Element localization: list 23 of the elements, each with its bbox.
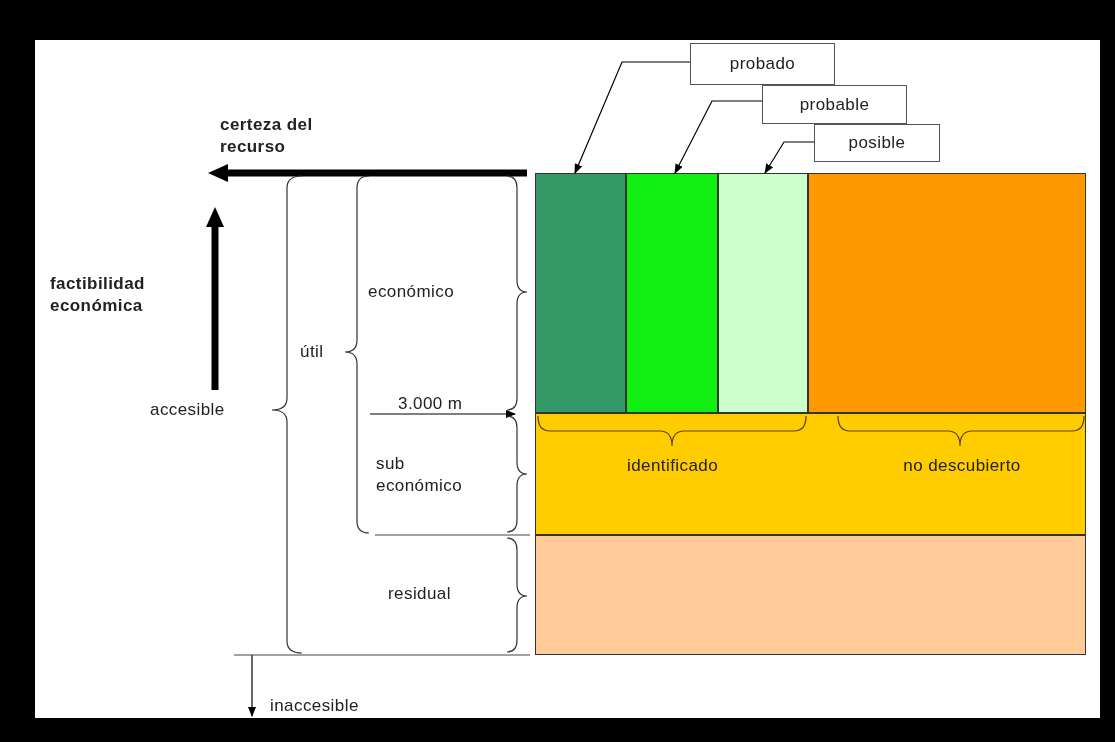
- axis-label: factibilidad económica: [50, 273, 146, 317]
- color-block: [535, 173, 626, 413]
- category-box: probado: [690, 43, 835, 85]
- brace-label: identificado: [625, 455, 720, 477]
- category-box: probable: [762, 85, 907, 124]
- depth-label: 3.000 m: [398, 393, 464, 415]
- category-box: posible: [814, 124, 940, 162]
- color-block: [718, 173, 808, 413]
- color-block: [535, 535, 1086, 655]
- brace-label: sub económico: [376, 453, 464, 497]
- brace-label: accesible: [150, 399, 226, 421]
- brace-label: útil: [300, 341, 325, 363]
- color-block: [626, 173, 718, 413]
- brace-label: económico: [368, 281, 456, 303]
- leader-arrow: [764, 141, 815, 174]
- axis-label: certeza del recurso: [220, 114, 314, 158]
- leader-arrow: [674, 100, 763, 174]
- leader-arrow: [574, 61, 691, 174]
- color-block: [808, 173, 1086, 413]
- brace-label: no descubierto: [902, 455, 1022, 477]
- brace-label: residual: [388, 583, 452, 605]
- color-block: [535, 413, 1086, 535]
- direction-label: inaccesible: [270, 695, 360, 717]
